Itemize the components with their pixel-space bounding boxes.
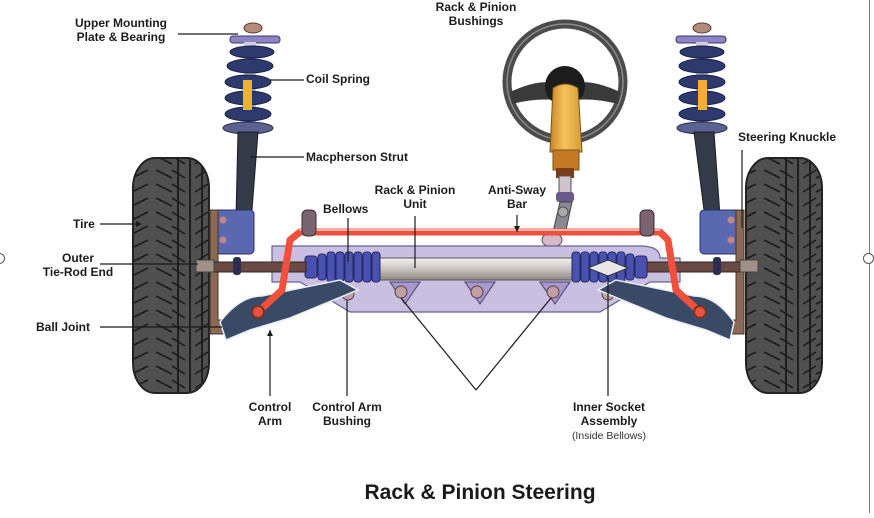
steering-column (541, 83, 583, 248)
label-line: Rack & Pinion (435, 0, 517, 14)
label-tire: Tire (73, 217, 95, 231)
sway-bar-mounts (301, 209, 655, 237)
label-line: Plate & Bearing (76, 30, 166, 44)
label-upper-mounting-plate: Upper Mounting Plate & Bearing (64, 16, 178, 44)
right-tie-rod (646, 261, 745, 273)
label-ball-joint: Ball Joint (36, 320, 91, 334)
label-rack-pinion-bushings: Rack & Pinion Bushings (420, 0, 532, 28)
label-line: Control (248, 400, 292, 414)
label-outer-tie-rod-end: Outer Tie-Rod End (36, 251, 120, 279)
label-line: Bar (506, 197, 527, 211)
label-line: Bushings (448, 14, 504, 28)
left-tire (132, 157, 210, 394)
anti-sway-bar (251, 228, 707, 319)
label-line: Upper Mounting (75, 16, 167, 30)
label-rack-pinion-unit: Rack & Pinion Unit (360, 183, 470, 211)
label-inner-socket-assembly: Inner Socket Assembly (558, 400, 660, 428)
label-coil-spring: Coil Spring (306, 72, 370, 86)
label-control-arm-bushing: Control Arm Bushing (300, 400, 394, 428)
leader-lines (100, 33, 743, 396)
right-tire (745, 157, 823, 394)
right-strut-assembly (675, 22, 741, 255)
label-line: Tie-Rod End (42, 265, 114, 279)
left-bellows (304, 251, 381, 283)
left-strut-assembly (213, 22, 281, 255)
label-line: Anti-Sway (487, 183, 546, 197)
label-bellows: Bellows (323, 202, 369, 216)
label-line: Arm (257, 414, 282, 428)
left-tie-rod (199, 261, 307, 273)
label-inside-bellows-note: (Inside Bellows) (571, 430, 647, 442)
label-line: Control Arm (312, 400, 382, 414)
label-line: Unit (403, 197, 427, 211)
label-anti-sway-bar: Anti-Sway Bar (476, 183, 558, 211)
label-line: Outer (61, 251, 94, 265)
label-line: Rack & Pinion (374, 183, 456, 197)
left-control-arm (219, 279, 360, 342)
label-line: Assembly (580, 414, 638, 428)
inner-socket (586, 259, 630, 277)
label-steering-knuckle: Steering Knuckle (738, 130, 837, 144)
label-control-arm: Control Arm (236, 400, 304, 428)
label-macpherson-strut: Macpherson Strut (306, 150, 409, 164)
label-line: Inner Socket (572, 400, 646, 414)
leader-arrowheads (136, 221, 520, 336)
diagram-title: Rack & Pinion Steering (364, 481, 596, 504)
label-line: Bushing (323, 414, 371, 428)
right-control-arm (596, 279, 735, 342)
right-resize-handle[interactable] (863, 253, 874, 264)
